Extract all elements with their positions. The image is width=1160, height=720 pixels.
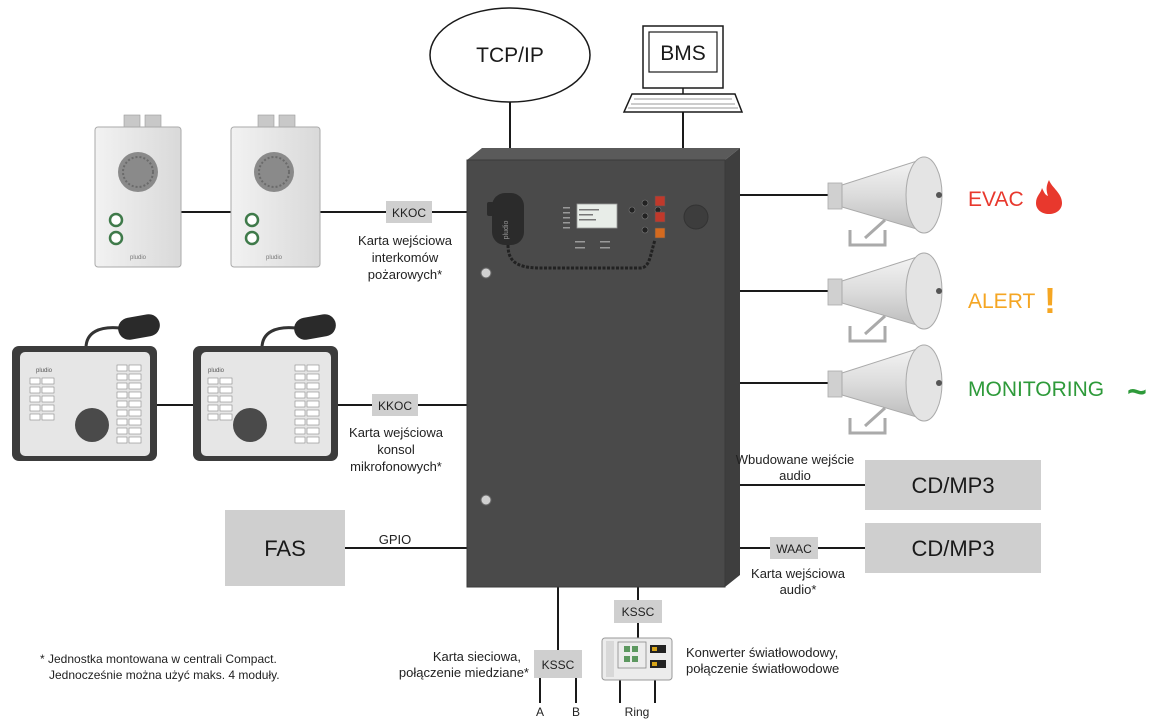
caption-console-card: Karta wejściowa konsol mikrofonowych* — [349, 425, 444, 474]
bms-label: BMS — [660, 42, 706, 65]
caption-line: Karta wejściowa — [751, 566, 846, 581]
caption-line: Karta wejściowa — [358, 233, 453, 248]
caption-line: interkomów — [372, 250, 439, 265]
terminal-a-label: A — [536, 705, 544, 719]
intercom-call-button — [108, 212, 124, 228]
caption-line: audio — [779, 468, 811, 483]
caption-fiber-converter: Konwerter światłowodowy, połączenie świa… — [686, 645, 839, 676]
connection-lines — [157, 100, 865, 703]
footnote: * Jednostka montowana w centrali Compact… — [40, 652, 280, 682]
caption-line: audio* — [780, 582, 817, 597]
monitoring-label: MONITORING — [968, 378, 1104, 401]
footnote-line: * Jednostka montowana w centrali Compact… — [40, 652, 277, 666]
cabinet-lock-top — [480, 267, 492, 279]
tcpip-network: TCP/IP — [429, 7, 591, 103]
horn-speaker-alert — [827, 252, 943, 343]
main-cabinet: pludio — [466, 148, 740, 588]
caption-line: mikrofonowych* — [350, 459, 442, 474]
footnote-line: Jednocześnie można użyć maks. 4 moduły. — [49, 668, 280, 682]
mic-console-1: pludio — [12, 314, 160, 461]
kssc-module-copper: KSSC — [534, 650, 582, 678]
intercom-call-button — [108, 230, 124, 246]
intercom-call-button — [244, 230, 260, 246]
terminal-ring-label: Ring — [625, 705, 650, 719]
cd-mp3-box-bottom: CD/MP3 — [865, 523, 1041, 573]
cabinet-microphone: pludio — [487, 193, 657, 270]
kkoc-label: KKOC — [378, 399, 412, 413]
horn-speaker-monitoring — [827, 344, 943, 435]
cd-bottom-label: CD/MP3 — [911, 536, 994, 561]
tcpip-ellipse — [429, 7, 591, 103]
bms-keyboard — [622, 93, 744, 113]
evac-label: EVAC — [968, 188, 1024, 211]
fire-icon — [1036, 180, 1062, 214]
kssc-label: KSSC — [622, 605, 655, 619]
caption-line: Karta sieciowa, — [433, 649, 521, 664]
caption-line: pożarowych* — [368, 267, 442, 282]
microphone-brand: pludio — [503, 221, 510, 240]
caption-audio-card: Karta wejściowa audio* — [751, 566, 846, 597]
terminal-labels: A B Ring — [536, 705, 649, 719]
horn-speaker-evac — [827, 156, 943, 247]
fas-box: FAS — [225, 510, 345, 586]
console-speaker — [233, 408, 267, 442]
caption-intercom-card: Karta wejściowa interkomów pożarowych* — [358, 233, 453, 282]
fas-label: FAS — [264, 536, 306, 561]
caption-builtin-audio: Wbudowane wejście audio — [736, 452, 855, 483]
tcpip-label: TCP/IP — [476, 44, 544, 67]
cd-top-label: CD/MP3 — [911, 473, 994, 498]
caption-line: konsol — [377, 442, 415, 457]
kkoc-label: KKOC — [392, 206, 426, 220]
mic-console-2: pludio — [193, 314, 338, 461]
caption-line: połączenie miedziane* — [399, 665, 529, 680]
console-speaker — [75, 408, 109, 442]
intercom-call-button — [244, 212, 260, 228]
bms-screen — [648, 31, 718, 73]
kkoc-module-intercom: KKOC — [386, 201, 432, 223]
alert-label: ALERT — [968, 290, 1035, 313]
tilde-icon: ~ — [1127, 373, 1147, 411]
caption-line: Wbudowane wejście — [736, 452, 855, 467]
waac-label: WAAC — [776, 542, 812, 556]
kkoc-module-console: KKOC — [372, 394, 418, 416]
caption-line: Konwerter światłowodowy, — [686, 645, 838, 660]
kssc-module-fiber: KSSC — [614, 600, 662, 623]
intercom-brand: pludio — [130, 255, 147, 261]
gpio-label: GPIO — [379, 532, 412, 547]
console-brand: pludio — [36, 368, 53, 374]
console-brand: pludio — [208, 368, 225, 374]
cd-mp3-box-top: CD/MP3 — [865, 460, 1041, 510]
caption-network-card: Karta sieciowa, połączenie miedziane* — [399, 649, 529, 680]
cabinet-speaker-grille — [683, 204, 709, 230]
cabinet-lock-bottom — [480, 494, 492, 506]
caption-line: Karta wejściowa — [349, 425, 444, 440]
cabinet-lcd — [576, 203, 618, 229]
terminal-b-label: B — [572, 705, 580, 719]
intercom-unit-1: pludio — [94, 114, 182, 268]
cabinet-control-panel — [563, 195, 666, 249]
intercom-unit-2: pludio — [230, 114, 321, 268]
bms-computer: BMS — [622, 25, 744, 113]
fiber-converter-device — [601, 637, 673, 681]
exclamation-icon: ! — [1044, 280, 1056, 321]
caption-line: połączenie światłowodowe — [686, 661, 839, 676]
intercom-brand: pludio — [266, 255, 283, 261]
kssc-label: KSSC — [542, 658, 575, 672]
waac-module: WAAC — [770, 537, 818, 559]
